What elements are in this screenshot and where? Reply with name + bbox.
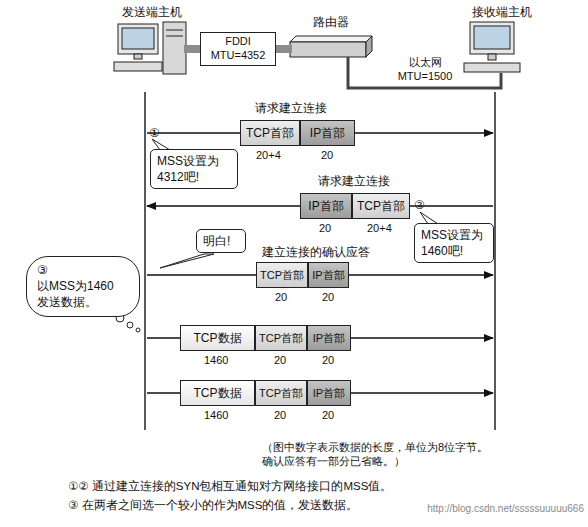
length-number: 20	[274, 408, 286, 422]
length-number: 20+4	[256, 148, 281, 162]
node-text: TCP首部	[259, 386, 303, 401]
thought-dot	[127, 322, 133, 328]
host-computer: 发送端主机	[112, 4, 192, 78]
length-number: 20+4	[367, 221, 392, 235]
length-number: 20	[319, 221, 331, 235]
ip-header: IP首部	[300, 120, 355, 146]
sender-computer	[114, 22, 186, 74]
length-number: 20	[322, 353, 334, 367]
node-text: 发送端主机	[112, 4, 192, 21]
node-text: 以MSS为1460 发送数据。	[37, 278, 129, 310]
edge-label: 以太网 MTU=1500	[390, 55, 460, 85]
length-number: 20	[322, 290, 334, 304]
length-number: 1460	[204, 353, 228, 367]
node-text: TCP首部	[260, 268, 304, 283]
node-text: MSS设置为 1460吧!	[421, 227, 487, 259]
speech-bubble: 明白!	[196, 229, 246, 253]
router: 路由器	[286, 14, 376, 64]
ip-header: IP首部	[300, 193, 352, 219]
thought-dot	[136, 328, 140, 332]
node-text: IP首部	[310, 125, 345, 142]
thought-bubble: ③以MSS为1460 发送数据。	[26, 256, 140, 317]
callout-number: ①	[149, 126, 160, 142]
message-title: 请求建立连接	[255, 101, 327, 117]
tcp-header: TCP首部	[240, 120, 300, 146]
node-text: TCP数据	[194, 330, 242, 347]
ip-header: IP首部	[308, 262, 349, 288]
ip-header: IP首部	[307, 325, 351, 351]
tcp-header: TCP首部	[256, 262, 308, 288]
edge-label: FDDI MTU=4352	[200, 32, 276, 66]
caption: ③ 在两者之间选一个较小的作为MSS的值，发送数据。	[68, 498, 358, 513]
speech-tail	[160, 254, 214, 268]
length-number: 20	[321, 148, 333, 162]
node-text: 明白!	[203, 233, 239, 249]
node-text: IP首部	[313, 386, 345, 401]
callout-number: ②	[414, 198, 425, 214]
node-text: 路由器	[286, 14, 376, 31]
node-text: 接收端主机	[462, 4, 542, 21]
caption: ①② 通过建立连接的SYN包相互通知对方网络接口的MSS值。	[68, 479, 392, 494]
speech-bubble: MSS设置为 1460吧!	[414, 223, 494, 263]
node-text: MSS设置为 4312吧!	[157, 153, 231, 185]
node-text: TCP首部	[259, 331, 303, 346]
receiver-computer	[464, 22, 520, 72]
tcp-data: TCP数据	[180, 325, 255, 351]
node-text: IP首部	[312, 268, 344, 283]
timeline	[494, 92, 496, 430]
message-title: 建立连接的确认应答	[262, 245, 370, 261]
node-text: IP首部	[313, 331, 345, 346]
timeline	[144, 92, 146, 430]
length-number: 20	[322, 408, 334, 422]
tcp-header: TCP首部	[255, 380, 307, 406]
tcp-data: TCP数据	[180, 380, 255, 406]
node-text: IP首部	[308, 198, 343, 215]
watermark: http://blog.csdn.net/sssssuuuuu666	[427, 502, 584, 515]
length-number: 20	[275, 290, 287, 304]
length-number: 20	[274, 353, 286, 367]
ip-header: IP首部	[307, 380, 351, 406]
router-device	[290, 36, 372, 57]
length-number: 1460	[204, 408, 228, 422]
tcp-header: TCP首部	[352, 193, 410, 219]
node-text: TCP首部	[246, 125, 294, 142]
host-computer: 接收端主机	[462, 4, 542, 78]
callout-number: ③	[37, 262, 129, 278]
speech-bubble: MSS设置为 4312吧!	[150, 149, 238, 189]
note: （图中数字表示数据的长度，单位为8位字节。 确认应答有一部分已省略。）	[262, 440, 524, 469]
node-text: TCP数据	[194, 385, 242, 402]
tcp-header: TCP首部	[255, 325, 307, 351]
message-title: 请求建立连接	[318, 174, 390, 190]
node-text: TCP首部	[357, 198, 405, 215]
